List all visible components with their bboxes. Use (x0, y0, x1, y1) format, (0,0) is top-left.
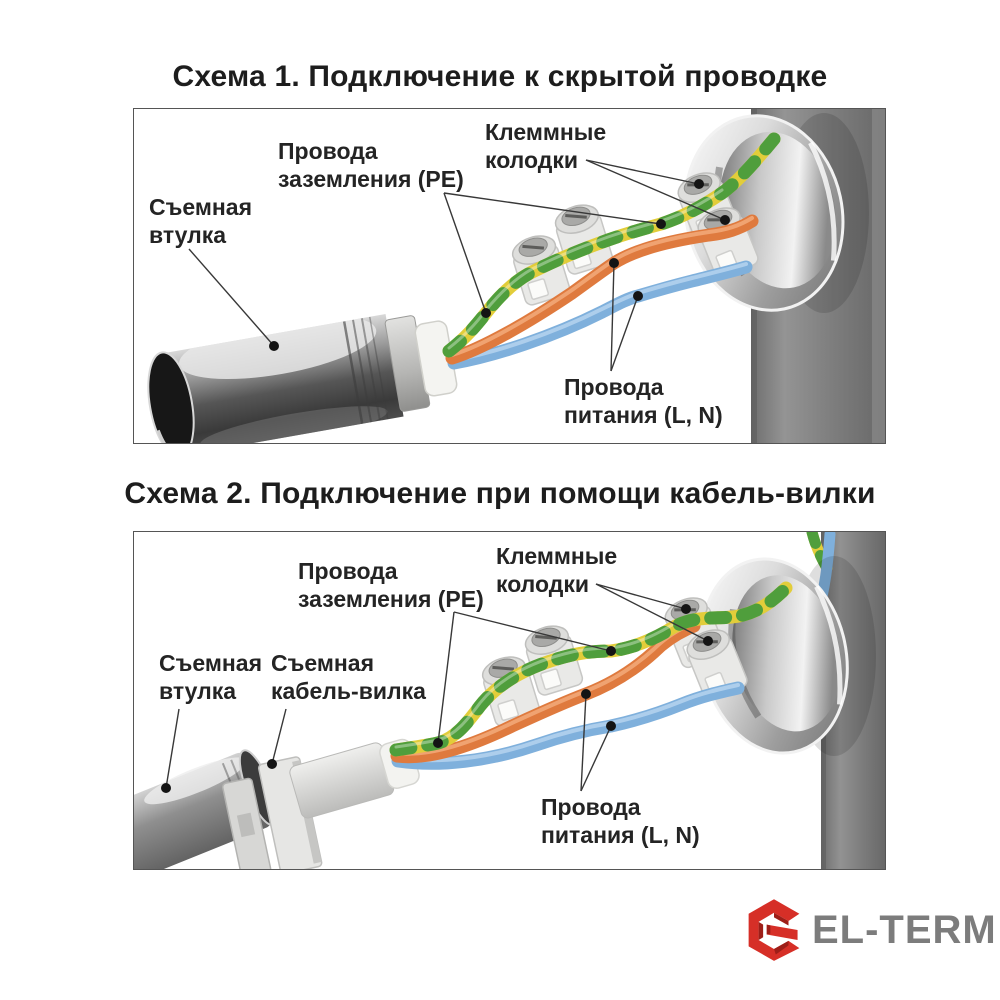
scheme1-title: Схема 1. Подключение к скрытой проводке (172, 60, 828, 93)
live-orange-wire (390, 619, 701, 764)
scheme2-title: Схема 2. Подключение при помощи кабель-в… (124, 477, 876, 510)
callout-dots (269, 179, 730, 351)
scheme2-diagram: Съемная втулка Съемная кабель-вилка Пров… (133, 531, 886, 870)
el-term-logo-text: EL-TERM (812, 907, 997, 952)
wires (389, 581, 793, 770)
leader-lines (188, 159, 726, 372)
scheme2-illustration (134, 532, 885, 869)
label-power-wires: Провода питания (L, N) (564, 374, 723, 428)
neutral-blue-wire (391, 681, 745, 770)
label-power-wires: Провода питания (L, N) (541, 794, 700, 848)
label-ground-wires: Провода заземления (PE) (278, 138, 464, 192)
callout-dots (161, 604, 713, 793)
label-sleeve: Съемная втулка (149, 194, 252, 248)
removable-sleeve (147, 314, 458, 443)
label-terminal-blocks: Клеммные колодки (496, 543, 618, 597)
label-ground-wires: Провода заземления (PE) (298, 558, 484, 612)
label-cable-plug: Съемная кабель-вилка (271, 650, 426, 704)
scheme1-diagram: Съемная втулка Провода заземления (PE) К… (133, 108, 886, 444)
label-sleeve: Съемная втулка (159, 650, 262, 704)
cable-plug (221, 738, 420, 869)
leader-lines (165, 583, 709, 792)
neutral-blue-wire (447, 260, 753, 370)
label-terminal-blocks: Клеммные колодки (485, 119, 607, 173)
el-term-logo: EL-TERM (745, 897, 997, 963)
el-term-logo-icon (748, 899, 800, 961)
scheme1-illustration (147, 109, 885, 443)
